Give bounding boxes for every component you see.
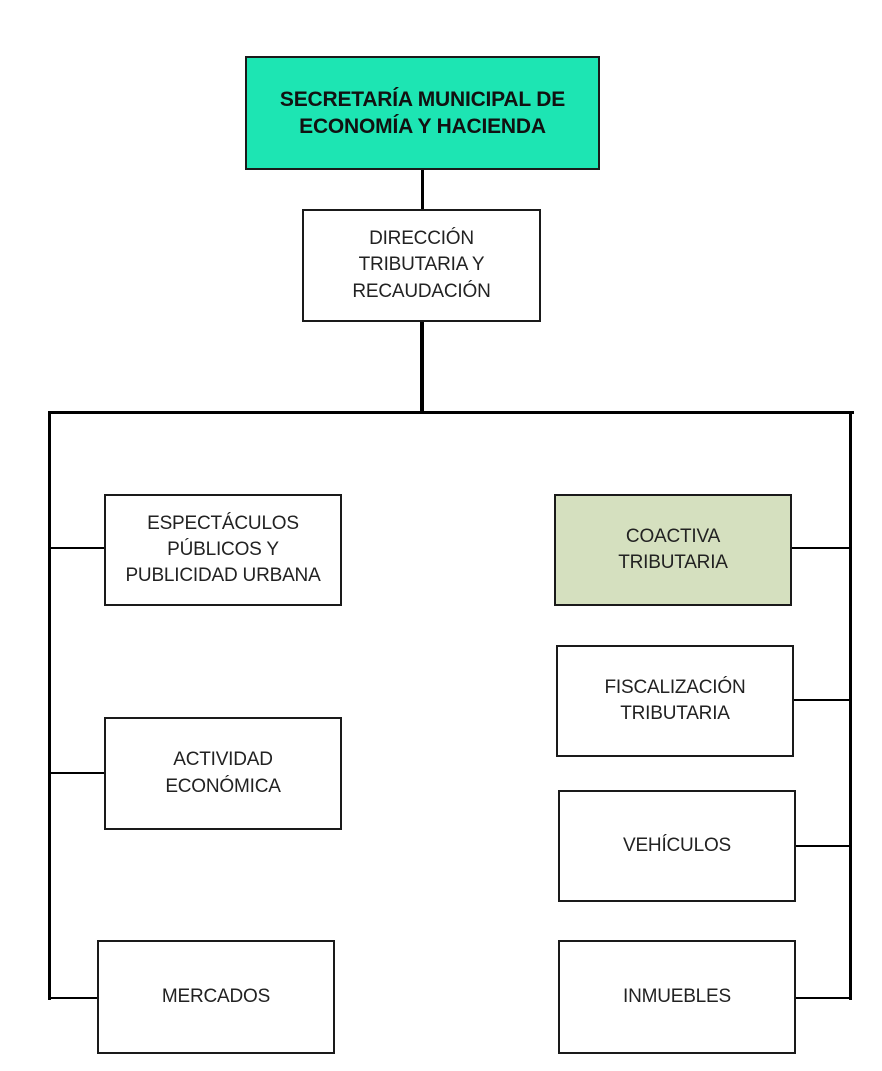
connector-to-coactiva [791, 547, 852, 549]
node-actividad-label: ACTIVIDAD ECONÓMICA [165, 749, 281, 797]
connector-secretaria-direccion [421, 169, 424, 210]
node-vehiculos-label: VEHÍCULOS [622, 834, 731, 856]
node-inmuebles-label: INMUEBLES [622, 985, 731, 1007]
node-espectaculos-label: ESPECTÁCULOS PÚBLICOS Y PUBLICIDAD URBAN… [125, 512, 321, 587]
node-direccion-label: DIRECCIÓN TRIBUTARIA Y RECAUDACIÓN [352, 228, 491, 302]
node-inmuebles: INMUEBLES [558, 940, 796, 1054]
connector-to-espectaculos [48, 547, 107, 549]
node-secretaria-label: SECRETARÍA MUNICIPAL DE ECONOMÍA Y HACIE… [279, 87, 566, 138]
node-fiscalizacion-label: FISCALIZACIÓN TRIBUTARIA [604, 676, 746, 724]
node-direccion: DIRECCIÓN TRIBUTARIA Y RECAUDACIÓN [302, 209, 541, 322]
connector-to-actividad [48, 772, 107, 774]
connector-to-mercados [48, 997, 100, 999]
node-actividad: ACTIVIDAD ECONÓMICA [104, 717, 342, 830]
node-fiscalizacion: FISCALIZACIÓN TRIBUTARIA [556, 645, 794, 757]
node-espectaculos: ESPECTÁCULOS PÚBLICOS Y PUBLICIDAD URBAN… [104, 494, 342, 606]
node-vehiculos: VEHÍCULOS [558, 790, 796, 902]
connector-direccion-trunk [420, 322, 424, 413]
node-coactiva: COACTIVA TRIBUTARIA [554, 494, 792, 606]
node-secretaria: SECRETARÍA MUNICIPAL DE ECONOMÍA Y HACIE… [245, 56, 600, 170]
node-mercados: MERCADOS [97, 940, 335, 1054]
connector-to-fiscalizacion [793, 699, 852, 701]
node-coactiva-label: COACTIVA TRIBUTARIA [618, 525, 728, 573]
connector-to-vehiculos [795, 845, 852, 847]
connector-to-inmuebles [795, 997, 852, 999]
connector-left-vertical [48, 411, 51, 1000]
node-mercados-label: MERCADOS [161, 985, 271, 1007]
connector-horizontal-bar [48, 411, 854, 414]
connector-right-vertical [849, 411, 852, 1000]
